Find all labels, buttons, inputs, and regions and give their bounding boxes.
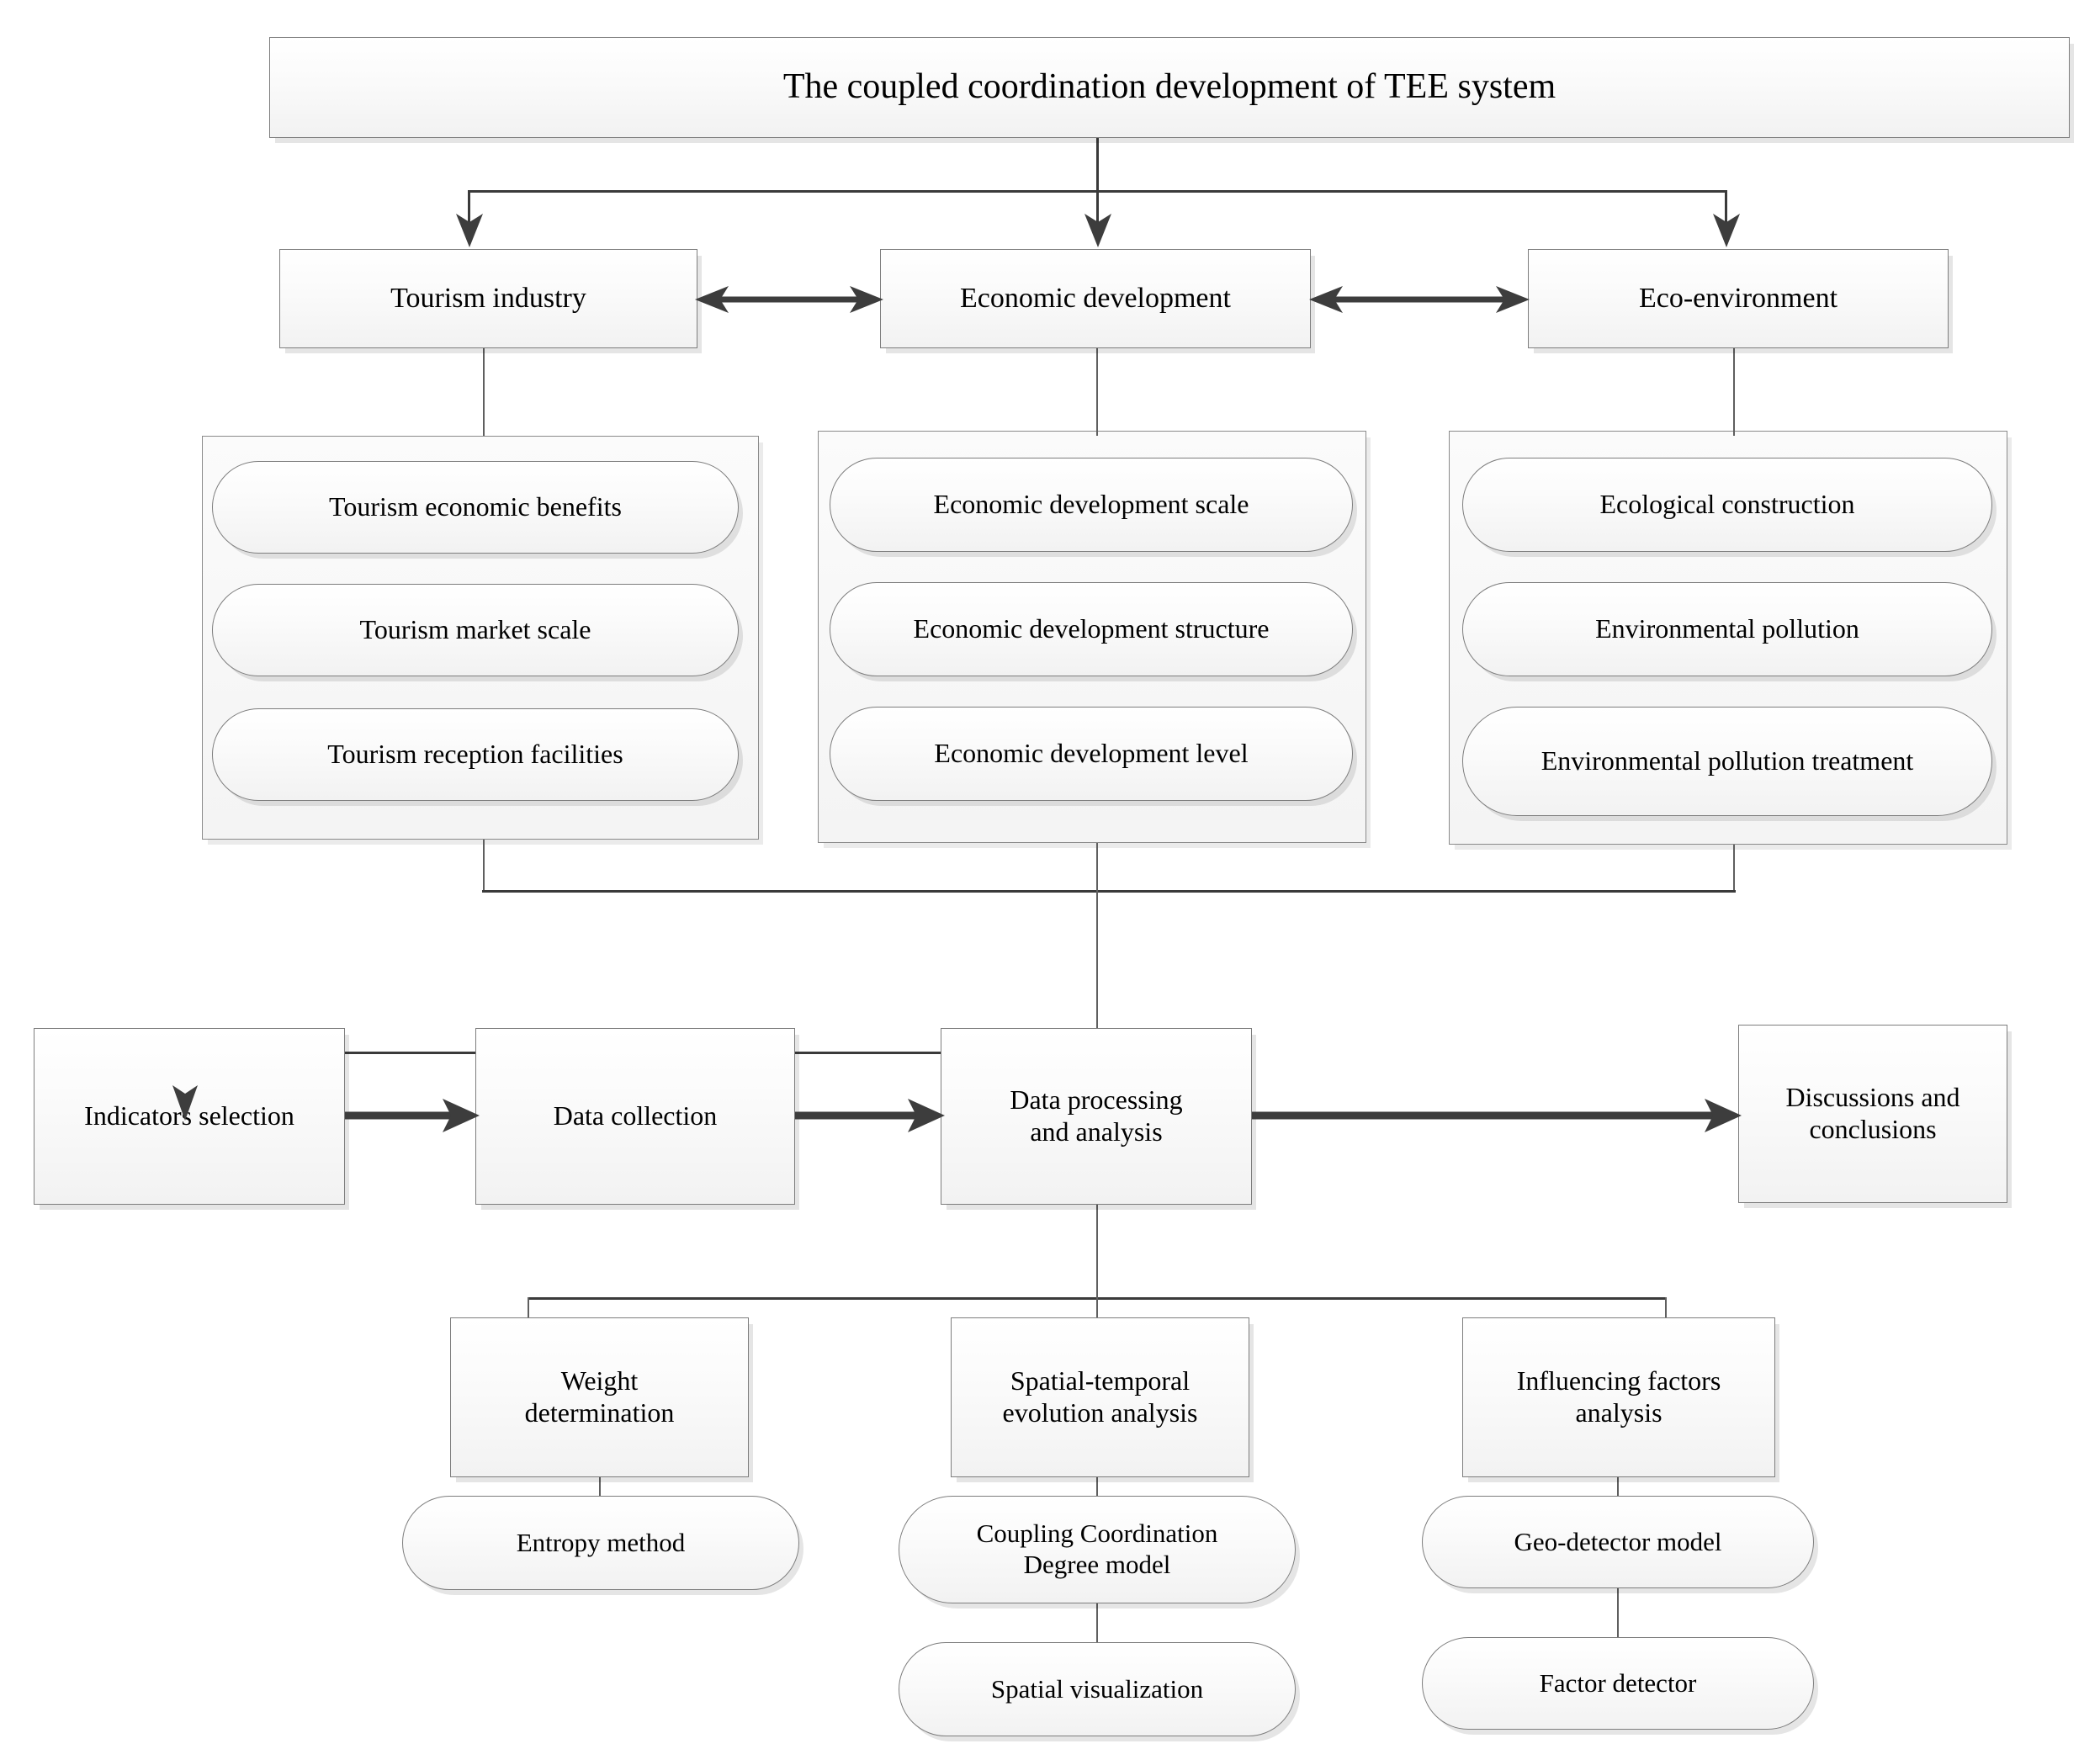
connector-title-to-tourism bbox=[468, 190, 470, 225]
arrow-tourism-economy-bidirectional bbox=[695, 281, 883, 318]
node-indicator-tourism-1[interactable]: Tourism market scale bbox=[212, 584, 739, 676]
node-workflow-processing[interactable]: Data processing and analysis bbox=[941, 1028, 1252, 1205]
node-workflow-conclusions-label: Discussions and conclusions bbox=[1785, 1082, 1960, 1144]
node-system-economy[interactable]: Economic development bbox=[880, 249, 1311, 348]
arrow-indicators-to-collection bbox=[345, 1094, 480, 1137]
arrow-collection-to-processing bbox=[795, 1094, 945, 1137]
node-indicator-tourism-1-label: Tourism market scale bbox=[359, 614, 591, 645]
node-system-ecology-label: Eco-environment bbox=[1638, 282, 1838, 314]
node-workflow-conclusions[interactable]: Discussions and conclusions bbox=[1738, 1025, 2007, 1203]
node-analysis-weight-label: Weight determination bbox=[524, 1365, 675, 1428]
arrowhead-to-tourism bbox=[451, 212, 488, 247]
arrowhead-to-economy bbox=[1079, 212, 1116, 247]
node-indicator-economy-2[interactable]: Economic development level bbox=[830, 707, 1353, 801]
arrowhead-to-ecology bbox=[1708, 212, 1745, 247]
node-method-spatial-visualization-label: Spatial visualization bbox=[990, 1673, 1204, 1704]
node-indicator-economy-2-label: Economic development level bbox=[934, 738, 1249, 769]
node-system-tourism-label: Tourism industry bbox=[390, 282, 586, 314]
connector-processing-stem bbox=[1096, 1205, 1098, 1299]
connector-tourism-to-group bbox=[483, 348, 485, 436]
connector-title-stem bbox=[1096, 138, 1099, 239]
arrowhead-to-indicators-selection bbox=[168, 1084, 202, 1121]
node-system-tourism[interactable]: Tourism industry bbox=[279, 249, 697, 348]
arrow-processing-to-conclusions bbox=[1252, 1094, 1742, 1137]
node-title-label: The coupled coordination development of … bbox=[782, 67, 1556, 107]
node-workflow-collection-label: Data collection bbox=[553, 1100, 718, 1132]
connector-merge-bus-upper bbox=[482, 890, 1736, 893]
connector-ccd-to-spatialvis bbox=[1096, 1603, 1098, 1649]
node-workflow-collection[interactable]: Data collection bbox=[475, 1028, 795, 1205]
node-analysis-weight[interactable]: Weight determination bbox=[450, 1317, 749, 1477]
node-indicator-tourism-2[interactable]: Tourism reception facilities bbox=[212, 708, 739, 801]
connector-title-to-ecology bbox=[1725, 190, 1727, 225]
node-method-factor-detector-label: Factor detector bbox=[1539, 1667, 1697, 1698]
node-analysis-factors[interactable]: Influencing factors analysis bbox=[1462, 1317, 1775, 1477]
node-indicator-economy-0-label: Economic development scale bbox=[933, 489, 1249, 520]
connector-group-ecology-down bbox=[1733, 845, 1735, 892]
connector-ecology-to-group bbox=[1733, 348, 1735, 436]
node-method-ccd-model[interactable]: Coupling Coordination Degree model bbox=[899, 1496, 1296, 1603]
node-indicator-ecology-0[interactable]: Ecological construction bbox=[1462, 458, 1992, 552]
connector-spatial-to-ccd bbox=[1096, 1477, 1098, 1497]
node-analysis-factors-label: Influencing factors analysis bbox=[1516, 1365, 1721, 1428]
node-method-entropy-label: Entropy method bbox=[516, 1527, 686, 1557]
connector-title-bus bbox=[468, 190, 1727, 193]
node-indicator-tourism-2-label: Tourism reception facilities bbox=[327, 739, 623, 770]
connector-group-tourism-down bbox=[483, 840, 485, 892]
node-system-ecology[interactable]: Eco-environment bbox=[1528, 249, 1949, 348]
node-indicator-tourism-0-label: Tourism economic benefits bbox=[329, 491, 622, 522]
connector-weight-to-entropy bbox=[599, 1477, 601, 1497]
node-method-entropy[interactable]: Entropy method bbox=[402, 1496, 799, 1590]
node-indicator-economy-1[interactable]: Economic development structure bbox=[830, 582, 1353, 676]
node-analysis-spatial[interactable]: Spatial-temporal evolution analysis bbox=[951, 1317, 1249, 1477]
node-indicator-ecology-2-label: Environmental pollution treatment bbox=[1541, 745, 1914, 776]
node-indicator-ecology-2[interactable]: Environmental pollution treatment bbox=[1462, 707, 1992, 816]
connector-group-economy-down bbox=[1096, 843, 1098, 1053]
node-indicator-ecology-1-label: Environmental pollution bbox=[1595, 613, 1859, 644]
node-method-geo-detector-label: Geo-detector model bbox=[1514, 1526, 1722, 1556]
node-indicator-economy-0[interactable]: Economic development scale bbox=[830, 458, 1353, 552]
node-method-factor-detector[interactable]: Factor detector bbox=[1422, 1637, 1814, 1730]
connector-geodetector-to-factordetector bbox=[1617, 1587, 1619, 1639]
node-title-box[interactable]: The coupled coordination development of … bbox=[269, 37, 2070, 138]
node-indicator-ecology-1[interactable]: Environmental pollution bbox=[1462, 582, 1992, 676]
node-workflow-processing-label: Data processing and analysis bbox=[1010, 1084, 1183, 1147]
connector-economy-to-group bbox=[1096, 348, 1098, 436]
node-analysis-spatial-label: Spatial-temporal evolution analysis bbox=[1002, 1365, 1198, 1428]
node-indicator-ecology-0-label: Ecological construction bbox=[1599, 489, 1855, 520]
node-method-geo-detector[interactable]: Geo-detector model bbox=[1422, 1496, 1814, 1588]
node-workflow-indicators[interactable]: Indicators selection bbox=[34, 1028, 345, 1205]
node-method-spatial-visualization[interactable]: Spatial visualization bbox=[899, 1642, 1296, 1736]
node-indicator-economy-1-label: Economic development structure bbox=[913, 613, 1270, 644]
node-system-economy-label: Economic development bbox=[960, 282, 1231, 314]
node-method-ccd-model-label: Coupling Coordination Degree model bbox=[976, 1518, 1218, 1579]
node-indicator-tourism-0[interactable]: Tourism economic benefits bbox=[212, 461, 739, 554]
connector-factors-to-geodetector bbox=[1617, 1477, 1619, 1497]
arrow-economy-ecology-bidirectional bbox=[1309, 281, 1530, 318]
